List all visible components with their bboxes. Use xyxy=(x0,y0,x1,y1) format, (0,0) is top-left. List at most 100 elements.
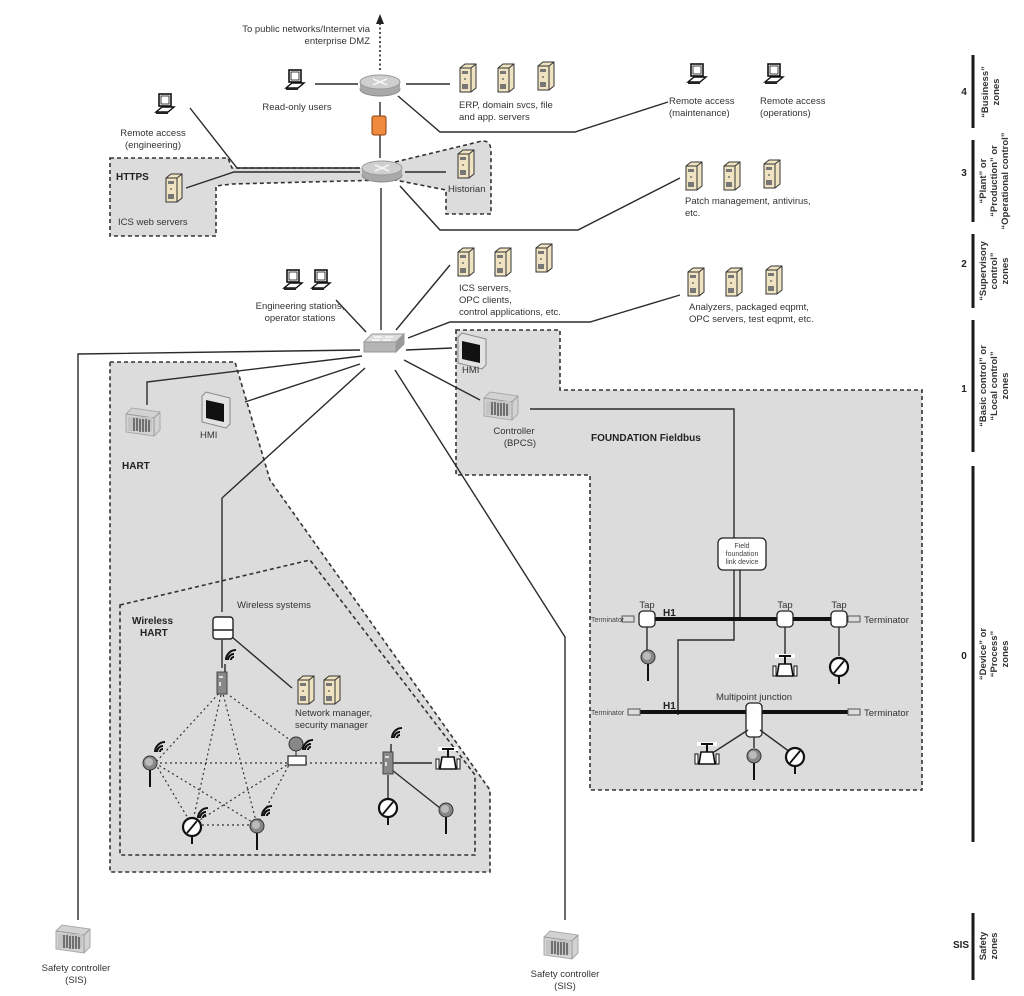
zone-level-1: 1 xyxy=(961,384,967,395)
zone-name-0: “Device” or “Process” zones xyxy=(978,628,1011,681)
svg-text:“Device” or: “Device” or xyxy=(978,628,989,681)
terminator-label: Terminator xyxy=(864,708,909,719)
network-links xyxy=(77,14,735,920)
svg-text:Remote access: Remote access xyxy=(669,96,735,107)
tap-label: Tap xyxy=(831,600,846,611)
zone-name-3: “Plant” or “Production” or “Operational … xyxy=(978,132,1011,229)
svg-text:Analyzers, packaged eqpmt,: Analyzers, packaged eqpmt, xyxy=(689,302,809,313)
safety-controller-icon xyxy=(55,924,91,954)
svg-text:Patch management, antivirus,: Patch management, antivirus, xyxy=(685,196,811,207)
erp-servers-label: ERP, domain svcs, file and app. servers xyxy=(459,100,553,123)
wireless-flowmeter-icon xyxy=(287,736,307,766)
svg-text:zones: zones xyxy=(1000,258,1011,285)
svg-text:“Basic control” or: “Basic control” or xyxy=(978,345,989,427)
server-icon xyxy=(457,149,475,179)
svg-text:(SIS): (SIS) xyxy=(65,975,87,986)
router-icon xyxy=(359,74,401,97)
hmi-panel-icon xyxy=(457,332,487,370)
tap-3 xyxy=(830,610,848,628)
svg-text:OPC servers, test eqpmt, etc.: OPC servers, test eqpmt, etc. xyxy=(689,314,814,325)
svg-text:(operations): (operations) xyxy=(760,108,811,119)
wireless-systems-label: Wireless systems xyxy=(237,600,311,611)
svg-text:operator stations: operator stations xyxy=(265,313,336,324)
workstation-icon xyxy=(687,63,707,85)
workstation-icon xyxy=(285,69,305,91)
svg-text:“Supervisory: “Supervisory xyxy=(978,240,989,300)
wireless-gateway-icon xyxy=(212,616,234,640)
zone-name-sis: Safety zones xyxy=(978,931,1000,960)
hmi-right-label: HMI xyxy=(462,365,479,376)
svg-text:OPC clients,: OPC clients, xyxy=(459,295,512,306)
remote-engineering-label: Remote access (engineering) xyxy=(120,128,186,151)
workstation-icon xyxy=(155,93,175,115)
svg-text:Safety controller: Safety controller xyxy=(42,963,111,974)
zone-level-sis: SIS xyxy=(953,940,969,951)
eng-stations-label: Engineering stations, operator stations xyxy=(256,301,345,324)
zone-name-1: “Basic control” or “Local control” zones xyxy=(978,345,1011,427)
workstation-icon xyxy=(311,269,331,291)
svg-text:(SIS): (SIS) xyxy=(554,981,576,992)
svg-text:security manager: security manager xyxy=(295,720,368,731)
svg-text:“Operational control”: “Operational control” xyxy=(1000,132,1011,229)
svg-text:“Local control”: “Local control” xyxy=(989,351,1000,420)
zone-foundation-fieldbus xyxy=(455,329,923,791)
svg-text:Remote access: Remote access xyxy=(760,96,826,107)
ff-link-device xyxy=(717,537,767,571)
svg-text:To public networks/Internet vi: To public networks/Internet via xyxy=(242,24,371,35)
svg-text:ERP, domain svcs, file: ERP, domain svcs, file xyxy=(459,100,553,111)
tap-label: Tap xyxy=(639,600,654,611)
svg-text:Safety: Safety xyxy=(978,931,989,960)
read-only-users-label: Read-only users xyxy=(262,102,331,113)
network-manager-label: Network manager, security manager xyxy=(295,708,372,731)
wireless-hart-label: Wireless HART xyxy=(132,616,173,639)
svg-text:“Business”: “Business” xyxy=(980,66,991,118)
hmi-left-label: HMI xyxy=(200,430,217,441)
svg-text:enterprise DMZ: enterprise DMZ xyxy=(305,36,371,47)
server-icon xyxy=(297,675,315,705)
svg-text:Wireless: Wireless xyxy=(132,616,173,627)
zone-level-3: 3 xyxy=(961,168,967,179)
svg-text:link device: link device xyxy=(726,559,759,566)
svg-text:Network manager,: Network manager, xyxy=(295,708,372,719)
svg-text:“Process”: “Process” xyxy=(989,631,1000,678)
tap-2 xyxy=(776,610,794,628)
svg-text:ICS servers,: ICS servers, xyxy=(459,283,511,294)
svg-text:(BPCS): (BPCS) xyxy=(504,438,536,449)
server-icon xyxy=(535,243,553,273)
historian-label: Historian xyxy=(448,184,486,195)
svg-text:Remote access: Remote access xyxy=(120,128,186,139)
multipoint-junction-box xyxy=(745,702,763,738)
hmi-panel-icon xyxy=(201,391,231,429)
internet-label: To public networks/Internet via enterpri… xyxy=(242,24,371,47)
remote-operations-label: Remote access (operations) xyxy=(760,96,826,119)
h1-label: H1 xyxy=(663,701,676,712)
zone-level-2: 2 xyxy=(961,259,967,270)
svg-text:foundation: foundation xyxy=(726,551,759,558)
svg-text:HART: HART xyxy=(140,628,168,639)
server-icon xyxy=(763,159,781,189)
multipoint-junction-label: Multipoint junction xyxy=(716,692,792,703)
svg-text:zones: zones xyxy=(989,933,1000,960)
router-icon xyxy=(361,160,403,183)
switch-icon xyxy=(363,333,405,353)
svg-text:(engineering): (engineering) xyxy=(125,140,181,151)
firewall-icon xyxy=(371,115,387,136)
zone-name-2: “Supervisory control” zones xyxy=(978,240,1011,300)
controller-bpcs-label: Controller (BPCS) xyxy=(493,426,536,449)
terminator-label: Terminator xyxy=(591,710,625,717)
server-icon xyxy=(765,265,783,295)
tap-1 xyxy=(638,610,656,628)
svg-text:control”: control” xyxy=(989,252,1000,289)
server-icon xyxy=(497,63,515,93)
ff-link-device-label: Field foundation link device xyxy=(726,543,759,566)
server-icon xyxy=(537,61,555,91)
svg-text:zones: zones xyxy=(991,79,1002,106)
safety-controller-right-label: Safety controller (SIS) xyxy=(531,969,600,992)
svg-text:and app. servers: and app. servers xyxy=(459,112,530,123)
svg-text:etc.: etc. xyxy=(685,208,700,219)
server-icon xyxy=(723,161,741,191)
zone-legend: 4 3 2 1 0 SIS “Business” zones “Plant” o… xyxy=(953,55,1011,980)
remote-maintenance-label: Remote access (maintenance) xyxy=(669,96,735,119)
server-icon xyxy=(323,675,341,705)
